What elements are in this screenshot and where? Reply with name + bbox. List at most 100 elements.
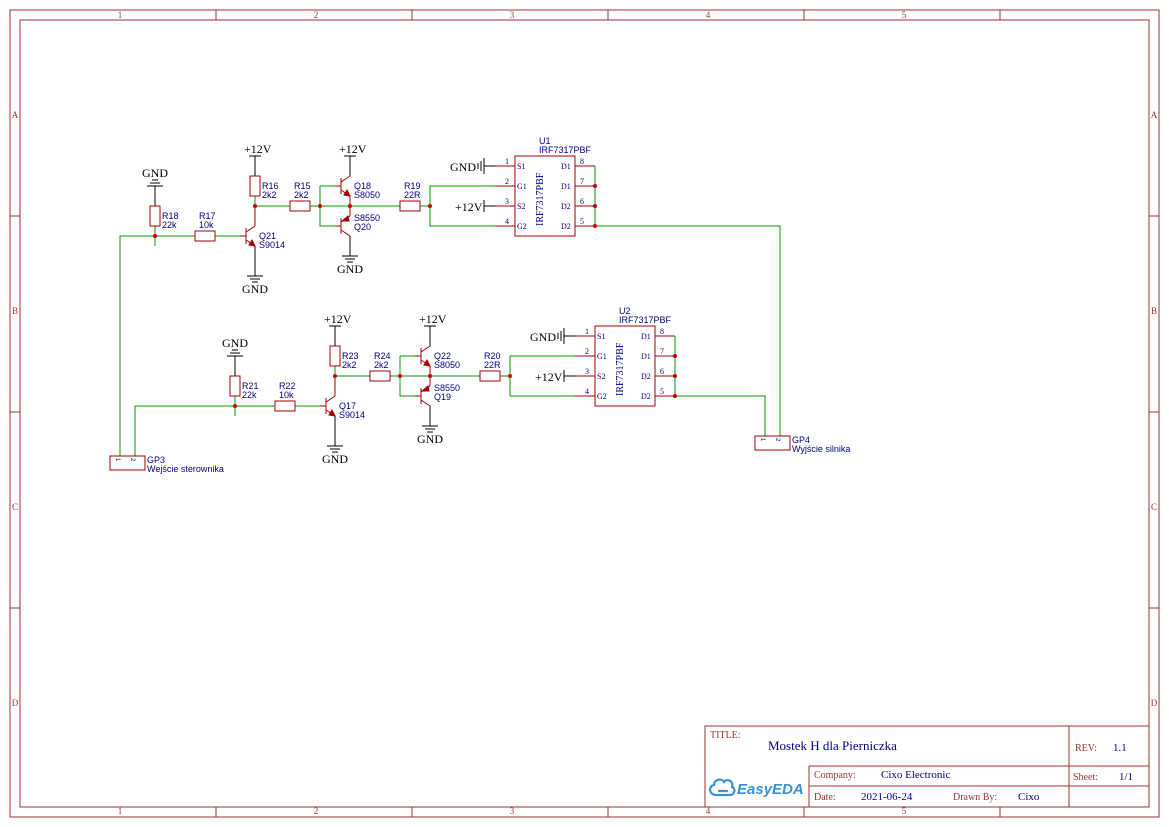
pin-label: D2 xyxy=(641,372,651,381)
rev-label: REV: xyxy=(1075,743,1097,754)
u2-ref: U2 xyxy=(619,306,631,316)
pin-number: 8 xyxy=(580,157,584,166)
transistor-q18 xyxy=(335,175,351,206)
r24-value: 2k2 xyxy=(374,360,389,370)
r22-value: 10k xyxy=(279,390,294,400)
pin-label: S2 xyxy=(517,202,525,211)
frame-labels: 1 2 3 4 5 1 2 3 4 5 A B C D A B C D xyxy=(12,10,1158,816)
ic-u1: S1 G1 S2 G2 D1 D1 D2 D2 1 2 3 4 8 7 6 5 … xyxy=(495,136,595,237)
resistor-r16 xyxy=(249,175,261,197)
sheet-label: Sheet: xyxy=(1073,772,1098,783)
col-label: 4 xyxy=(706,806,711,816)
ic-u2: S1 G1 S2 G2 D1 D1 D2 D2 1 2 3 4 8 7 6 5 … xyxy=(575,306,675,407)
gp4-value: Wyjście silnika xyxy=(792,444,850,454)
pin-number: 2 xyxy=(129,458,135,462)
title-label: TITLE: xyxy=(710,730,741,741)
pin-number: 6 xyxy=(580,197,584,206)
drawn-value: Cixo xyxy=(1018,791,1040,803)
col-label: 2 xyxy=(314,10,319,20)
company-label: Company: xyxy=(814,770,856,781)
r20-value: 22R xyxy=(484,360,501,370)
r18-ref: R18 xyxy=(162,211,179,221)
q18-ref: Q18 xyxy=(354,181,371,191)
pin-number: 4 xyxy=(585,387,589,396)
pin-number: 1 xyxy=(505,157,509,166)
col-label: 5 xyxy=(902,10,907,20)
resistor-r20 xyxy=(479,370,501,382)
row-label: C xyxy=(1151,502,1157,512)
r17-value: 10k xyxy=(199,220,214,230)
transistor-labels: Q21 S9014 Q18 S8050 S8550 Q20 Q17 S9014 … xyxy=(259,181,460,420)
gnd-label: GND xyxy=(322,452,348,466)
r16-ref: R16 xyxy=(262,181,279,191)
r17-ref: R17 xyxy=(199,211,216,221)
q20-ref: Q20 xyxy=(354,222,371,232)
pin-label: D1 xyxy=(561,162,571,171)
q19-value: S8550 xyxy=(434,383,460,393)
pin-number: 5 xyxy=(660,387,664,396)
gp4-ref: GP4 xyxy=(792,435,810,445)
row-label: A xyxy=(1151,110,1158,120)
pin-number: 1 xyxy=(759,438,765,442)
resistor-r19 xyxy=(399,200,421,212)
col-label: 1 xyxy=(118,806,123,816)
r15-ref: R15 xyxy=(294,181,311,191)
r24-ref: R24 xyxy=(374,351,391,361)
r19-value: 22R xyxy=(404,190,421,200)
transistor-q20 xyxy=(335,206,351,237)
resistor-r22 xyxy=(274,400,296,412)
q22-ref: Q22 xyxy=(434,351,451,361)
pin-number: 2 xyxy=(505,177,509,186)
u2-part-body: IRF7317PBF xyxy=(615,342,626,396)
r16-value: 2k2 xyxy=(262,190,277,200)
q20-value: S8550 xyxy=(354,213,380,223)
r20-ref: R20 xyxy=(484,351,501,361)
resistors xyxy=(149,175,501,412)
transistor-q19 xyxy=(415,376,431,407)
pin-number: 6 xyxy=(660,367,664,376)
v12-label: +12V xyxy=(455,200,483,214)
pin-number: 3 xyxy=(505,197,509,206)
transistors xyxy=(240,175,431,417)
col-label: 3 xyxy=(510,10,515,20)
pin-number: 5 xyxy=(580,217,584,226)
rev-value: 1.1 xyxy=(1113,742,1127,754)
row-label: D xyxy=(1151,698,1158,708)
power-symbols xyxy=(147,155,575,453)
schematic-title: Mostek H dla Pierniczka xyxy=(768,738,897,753)
company-value: Cixo Electronic xyxy=(881,769,950,781)
pin-label: D1 xyxy=(561,182,571,191)
r15-value: 2k2 xyxy=(294,190,309,200)
pin-label: G2 xyxy=(517,222,527,231)
wires xyxy=(119,166,781,456)
transistor-q21 xyxy=(240,206,256,247)
v12-label: +12V xyxy=(244,142,272,156)
u2-value: IRF7317PBF xyxy=(619,315,672,325)
q17-value: S9014 xyxy=(339,410,365,420)
resistor-r15 xyxy=(289,200,311,212)
q19-ref: Q19 xyxy=(434,392,451,402)
pin-number: 8 xyxy=(660,327,664,336)
u1-value: IRF7317PBF xyxy=(539,145,592,155)
r19-ref: R19 xyxy=(404,181,421,191)
pin-label: G1 xyxy=(517,182,527,191)
col-label: 4 xyxy=(706,10,711,20)
transistor-q22 xyxy=(415,345,431,376)
sheet-frame xyxy=(9,9,1160,818)
gp3-value: Wejście sterownika xyxy=(147,464,224,474)
connector-gp3: 1 2 GP3 Wejście sterownika xyxy=(109,455,224,474)
easyeda-logo: EasyEDA xyxy=(709,778,804,798)
r22-ref: R22 xyxy=(279,381,296,391)
pin-label: D1 xyxy=(641,332,651,341)
pin-number: 7 xyxy=(660,347,664,356)
pin-label: D1 xyxy=(641,352,651,361)
date-label: Date: xyxy=(814,792,836,803)
gnd-label: GND xyxy=(337,262,363,276)
v12-label: +12V xyxy=(535,370,563,384)
col-label: 2 xyxy=(314,806,319,816)
pin-number: 7 xyxy=(580,177,584,186)
pin-label: S2 xyxy=(597,372,605,381)
gnd-label: GND xyxy=(530,330,556,344)
v12-label: +12V xyxy=(419,312,447,326)
gnd-label: GND xyxy=(417,432,443,446)
